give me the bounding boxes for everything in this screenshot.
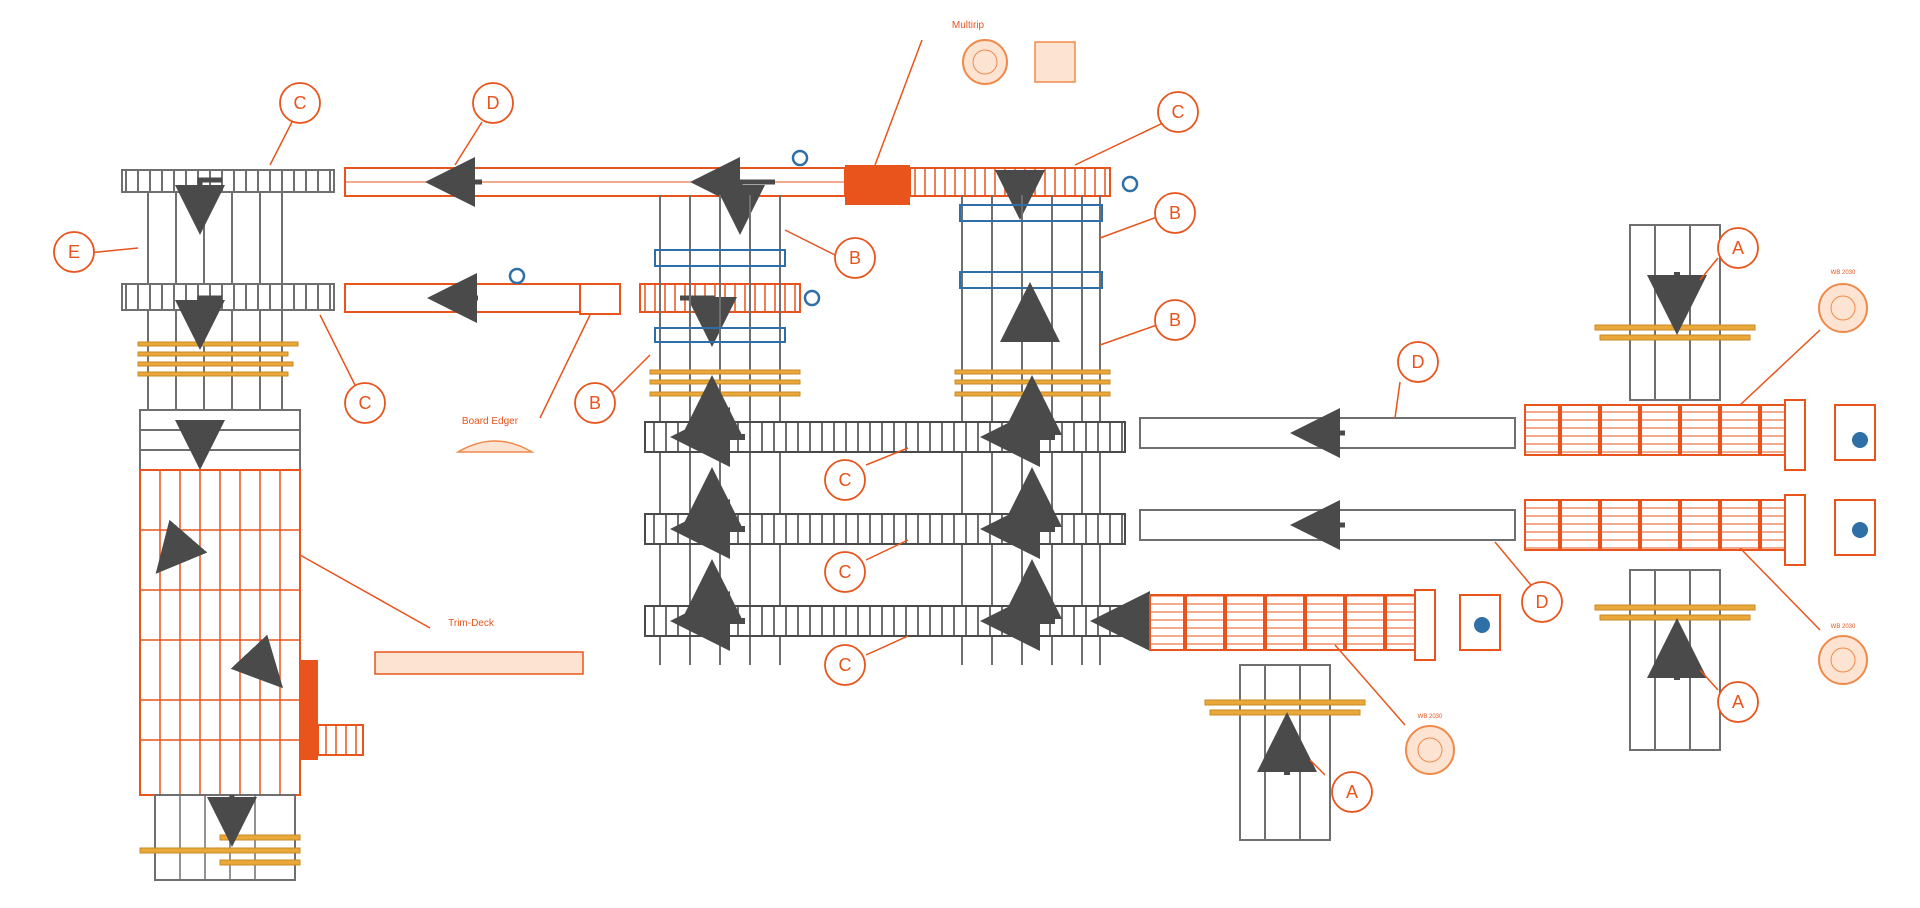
callout-c-top-right: C (1172, 102, 1185, 122)
callout-leaders (87, 39, 1821, 776)
callout-d-right-bottom: D (1536, 592, 1549, 612)
callout-a-right: A (1732, 692, 1744, 712)
callout-c-top-left: C (294, 93, 307, 113)
top-cross-conveyor (121, 169, 335, 193)
callout-c-row3: C (839, 655, 852, 675)
circular-saw-icon (508, 149, 1139, 307)
log-infeed-decks (1239, 224, 1721, 841)
main-cross-conveyors (644, 282, 1150, 651)
board-edger-conveyor (344, 273, 801, 347)
middle-cross-conveyor (121, 283, 335, 311)
callout-c-left: C (359, 393, 372, 413)
label-wb-top: WB 2030 (1831, 270, 1856, 276)
left-transfer-area (121, 169, 364, 881)
right-outfeed-conveyors (1139, 408, 1516, 550)
callout-circles (53, 82, 1759, 813)
callout-c-row2: C (839, 562, 852, 582)
multirip-machine (845, 165, 910, 205)
callout-a-bottom: A (1346, 782, 1358, 802)
callout-c-row1: C (839, 470, 852, 490)
top-outfeed-conveyor (344, 157, 1111, 235)
callout-b-3: B (1169, 310, 1181, 330)
label-trim-deck: Trim-Deck (448, 618, 495, 629)
callout-e: E (68, 242, 80, 262)
callout-b-1: B (849, 248, 861, 268)
callout-d-top: D (487, 93, 500, 113)
trim-deck (139, 469, 364, 796)
label-board-edger: Board Edger (462, 416, 519, 427)
label-wb-bottom: WB 2030 (1418, 714, 1443, 720)
label-multirip: Multirip (952, 20, 985, 31)
board-stacks (649, 369, 1111, 397)
saw-line-center (1149, 589, 1501, 661)
log-end-icon (374, 39, 1868, 775)
saw-line-right-top (1524, 399, 1876, 471)
saw-line-right-bottom (1524, 494, 1876, 566)
callout-d-right-top: D (1412, 352, 1425, 372)
callout-a-top: A (1732, 238, 1744, 258)
label-wb-right: WB 2030 (1831, 624, 1856, 630)
callout-b-2: B (1169, 203, 1181, 223)
callout-b-4: B (589, 393, 601, 413)
